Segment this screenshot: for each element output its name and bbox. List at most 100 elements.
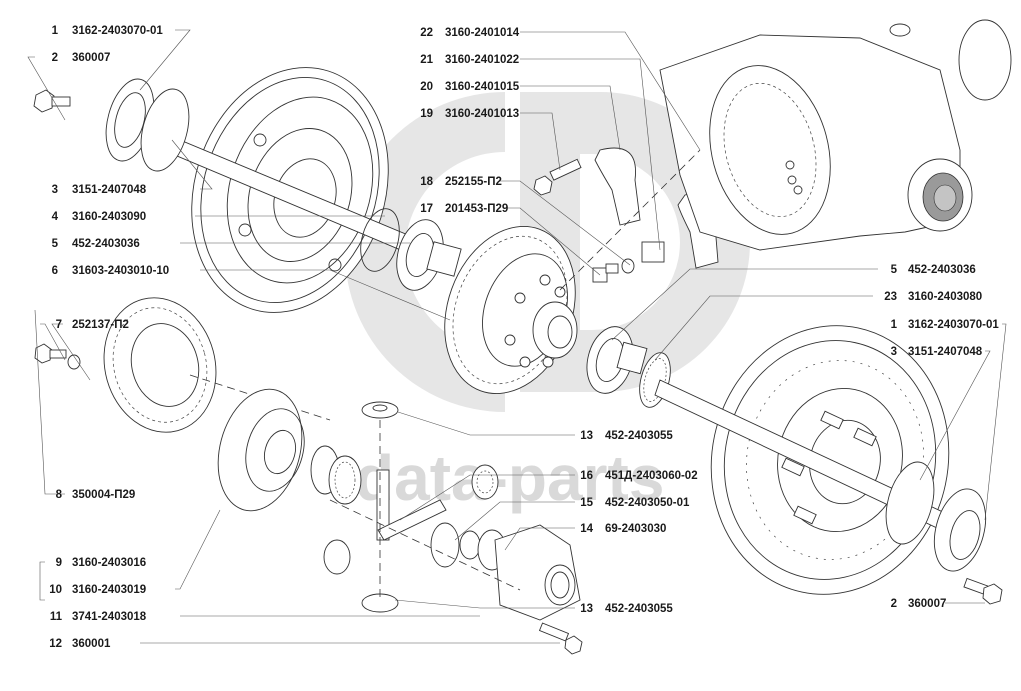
right-bearing xyxy=(586,326,648,394)
callout-number: 12 xyxy=(49,638,62,650)
callout-number: 11 xyxy=(50,611,63,623)
callout-part-number: 452-2403036 xyxy=(908,264,976,276)
callout-part-number: 3741-2403018 xyxy=(72,611,147,623)
callout-7[interactable]: 7 252137-П2 xyxy=(56,319,129,331)
cap-bolt xyxy=(533,158,582,196)
leader-lines xyxy=(27,29,1007,644)
callout-16[interactable]: 16 451Д-2403060-02 xyxy=(580,470,697,482)
callout-20[interactable]: 20 3160-2401015 xyxy=(420,81,520,93)
callout-part-number: 3162-2403070-01 xyxy=(72,25,163,37)
callout-number: 3 xyxy=(891,346,897,358)
case-bolt xyxy=(538,622,583,655)
callout-3-left[interactable]: 3 3151-2407048 xyxy=(52,184,147,196)
callout-part-number: 452-2403055 xyxy=(605,430,673,442)
left-bolt xyxy=(33,89,71,113)
callout-part-number: 3160-2401022 xyxy=(445,54,519,66)
callout-8[interactable]: 8 350004-П29 xyxy=(56,489,136,501)
right-flange-seal xyxy=(885,461,987,572)
axle-housing xyxy=(659,19,1012,251)
callout-18[interactable]: 18 252155-П2 xyxy=(420,176,502,188)
callout-number: 22 xyxy=(420,27,433,39)
callout-part-number: 452-2403036 xyxy=(72,238,140,250)
callout-number: 7 xyxy=(56,319,62,331)
callout-19[interactable]: 19 3160-2401013 xyxy=(420,108,519,120)
diff-case-right xyxy=(494,524,581,621)
callout-11[interactable]: 11 3741-2403018 xyxy=(50,611,147,623)
callout-part-number: 360007 xyxy=(908,598,946,610)
callout-number: 5 xyxy=(52,238,59,250)
callout-number: 5 xyxy=(891,264,898,276)
pinion-gear-top xyxy=(361,401,399,419)
callout-part-number: 201453-П29 xyxy=(445,203,508,215)
callout-part-number: 3151-2407048 xyxy=(72,184,147,196)
callout-21[interactable]: 21 3160-2401022 xyxy=(420,54,519,66)
callout-part-number: 3160-2403080 xyxy=(908,291,982,303)
callout-part-number: 3162-2403070-01 xyxy=(908,319,999,331)
callout-22[interactable]: 22 3160-2401014 xyxy=(420,27,520,39)
adjuster-lock xyxy=(641,241,665,263)
callout-part-number: 252155-П2 xyxy=(445,176,502,188)
ring-gear-bolt xyxy=(34,343,81,370)
callout-part-number: 3160-2401014 xyxy=(445,27,520,39)
callout-number: 2 xyxy=(891,598,897,610)
callout-9[interactable]: 9 3160-2403016 xyxy=(56,557,147,569)
callout-part-number: 3160-2403019 xyxy=(72,584,146,596)
callout-part-number: 451Д-2403060-02 xyxy=(605,470,698,482)
callout-number: 2 xyxy=(52,52,58,64)
side-gear-right xyxy=(430,522,507,571)
right-bolt xyxy=(963,577,1003,605)
callout-number: 9 xyxy=(56,557,62,569)
callout-17[interactable]: 17 201453-П29 xyxy=(420,203,508,215)
callout-part-number: 350004-П29 xyxy=(72,489,135,501)
callout-1-right[interactable]: 1 3162-2403070-01 xyxy=(891,319,1000,331)
callout-part-number: 360001 xyxy=(72,638,111,650)
callout-14[interactable]: 14 69-2403030 xyxy=(580,523,666,535)
pinion-gear-bottom xyxy=(323,539,399,613)
callout-5-right[interactable]: 5 452-2403036 xyxy=(891,264,976,276)
callout-13-lower[interactable]: 13 452-2403055 xyxy=(580,603,673,615)
callout-15[interactable]: 15 452-2403050-01 xyxy=(580,497,690,509)
callout-number: 18 xyxy=(420,176,433,188)
side-gear-left xyxy=(310,445,362,505)
callout-12[interactable]: 12 360001 xyxy=(49,638,111,650)
callout-2-right[interactable]: 2 360007 xyxy=(891,598,947,610)
callout-number: 13 xyxy=(580,603,593,615)
callout-1-left[interactable]: 1 3162-2403070-01 xyxy=(52,25,164,37)
callout-part-number: 252137-П2 xyxy=(72,319,129,331)
callout-part-number: 452-2403050-01 xyxy=(605,497,690,509)
callout-number: 6 xyxy=(52,265,58,277)
callout-number: 3 xyxy=(52,184,58,196)
differential-assembly xyxy=(444,226,578,394)
callout-2-left[interactable]: 2 360007 xyxy=(52,52,111,64)
callout-labels: 1 3162-2403070-01 2 360007 3 3151-240704… xyxy=(49,25,999,650)
callout-number: 13 xyxy=(580,430,593,442)
callout-part-number: 3151-2407048 xyxy=(908,346,983,358)
callout-4[interactable]: 4 3160-2403090 xyxy=(52,211,147,223)
washer-bolt xyxy=(592,258,635,283)
callout-23[interactable]: 23 3160-2403080 xyxy=(884,291,982,303)
callout-part-number: 3160-2403090 xyxy=(72,211,146,223)
callout-number: 21 xyxy=(420,54,433,66)
callout-number: 23 xyxy=(884,291,897,303)
callout-part-number: 360007 xyxy=(72,52,110,64)
callout-number: 1 xyxy=(891,319,898,331)
callout-3-right[interactable]: 3 3151-2407048 xyxy=(891,346,983,358)
callout-6[interactable]: 6 31603-2403010-10 xyxy=(52,265,170,277)
callout-10[interactable]: 10 3160-2403019 xyxy=(49,584,146,596)
callout-5-left[interactable]: 5 452-2403036 xyxy=(52,238,140,250)
callout-part-number: 31603-2403010-10 xyxy=(72,265,169,277)
callout-number: 16 xyxy=(580,470,593,482)
axis-line xyxy=(559,149,701,291)
callout-part-number: 69-2403030 xyxy=(605,523,666,535)
callout-number: 17 xyxy=(420,203,433,215)
callout-part-number: 3160-2401013 xyxy=(445,108,519,120)
callout-number: 15 xyxy=(580,497,593,509)
callout-number: 8 xyxy=(56,489,63,501)
left-bearing xyxy=(360,208,462,291)
callout-13-upper[interactable]: 13 452-2403055 xyxy=(580,430,673,442)
callout-part-number: 452-2403055 xyxy=(605,603,673,615)
diff-case-left xyxy=(217,388,305,512)
callout-part-number: 3160-2401015 xyxy=(445,81,520,93)
callout-part-number: 3160-2403016 xyxy=(72,557,146,569)
